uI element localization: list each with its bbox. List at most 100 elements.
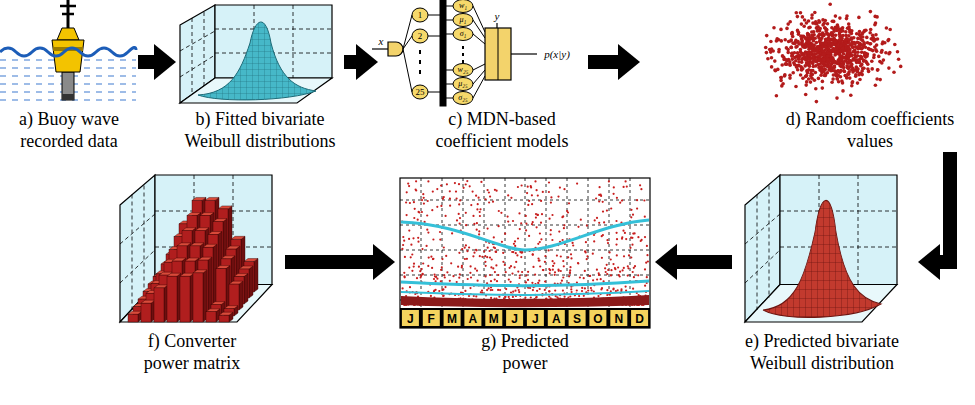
power-dot [490,297,492,299]
scatter-dot [838,52,842,56]
power-dot [540,222,542,224]
scatter-dot [822,53,826,57]
scatter-dot [864,52,868,56]
bar-top [231,236,245,239]
scatter-dot [817,28,821,32]
power-dot [487,189,489,191]
scatter-dot [829,49,833,53]
power-dot [492,201,494,203]
power-dot [472,255,474,257]
power-dot [421,268,423,270]
power-dot [596,269,598,271]
scatter-dot [799,11,803,15]
power-dot [525,215,527,217]
scatter-dot [801,67,805,71]
power-dot [480,181,482,183]
drawing-part [402,310,648,326]
bar-top [128,311,142,314]
scatter-dot [866,63,870,67]
power-dot [441,289,443,291]
power-dot [502,261,504,263]
scatter-dot [804,83,808,87]
scatter-dot [797,56,801,60]
scatter-dot [788,20,792,24]
power-dot [519,275,521,277]
bar-top [244,258,258,261]
power-dot [550,229,552,231]
power-dot [556,255,558,257]
power-dot [601,235,603,237]
bar-front [154,288,164,322]
scatter-dot [797,64,801,68]
power-dot [415,189,417,191]
power-dot [561,280,563,282]
bar-side [239,281,243,310]
bar-top [234,274,248,277]
power-dot [469,185,471,187]
drawing-part [62,72,74,100]
power-dot [630,209,632,211]
scatter-dot [812,30,816,34]
scatter-dot [851,50,855,54]
drawing-part [462,46,464,63]
month-box [444,310,461,326]
power-dot [618,274,620,276]
scatter-dot [831,43,835,47]
scatter-dot [885,26,889,30]
power-dot [593,290,595,292]
power-dot [464,290,466,292]
power-dot [515,252,517,254]
bar-top [206,309,220,312]
power-dot [518,289,520,291]
drawing-part [498,28,499,80]
power-dot [433,290,435,292]
power-dot [489,257,491,259]
drawing-part [401,291,649,295]
scatter-dot [865,36,869,40]
scatter-dot [846,72,850,76]
power-dot [539,265,541,267]
power-dot [586,255,588,257]
power-dot [539,241,541,243]
power-dot [538,259,540,261]
power-dot [402,287,404,289]
power-dot [531,282,533,284]
power-dot [485,265,487,267]
scatter-dot [765,51,769,55]
power-dot [551,214,553,216]
power-dot [427,232,429,234]
power-dot [416,277,418,279]
scatter-dot [833,64,837,68]
power-dot [440,280,442,282]
scatter-dot [820,33,824,37]
power-dot [623,186,625,188]
power-dot [419,270,421,272]
scatter-dot [808,25,812,29]
power-dot [463,187,465,189]
scatter-dot [850,32,854,36]
scatter-dot [824,29,828,33]
power-dot [430,256,432,258]
power-dot [615,220,617,222]
power-dot [414,208,416,210]
bar-top [154,285,168,288]
power-dot [467,278,469,280]
power-dot [613,193,615,195]
scatter-dot [834,14,838,18]
power-dot [572,242,574,244]
bar-top [219,312,233,315]
power-dot [436,206,438,208]
scatter-dot [830,80,834,84]
power-dot [538,260,540,262]
power-dot [610,207,612,209]
power-dot [561,216,563,218]
scatter-dot [854,74,858,78]
scatter-dot [824,42,828,46]
power-dot [534,180,536,182]
power-dot [604,267,606,269]
scatter-dot [810,16,814,20]
power-dot [455,191,457,193]
power-dot [525,223,527,225]
power-dot [531,223,533,225]
power-dot [519,277,521,279]
